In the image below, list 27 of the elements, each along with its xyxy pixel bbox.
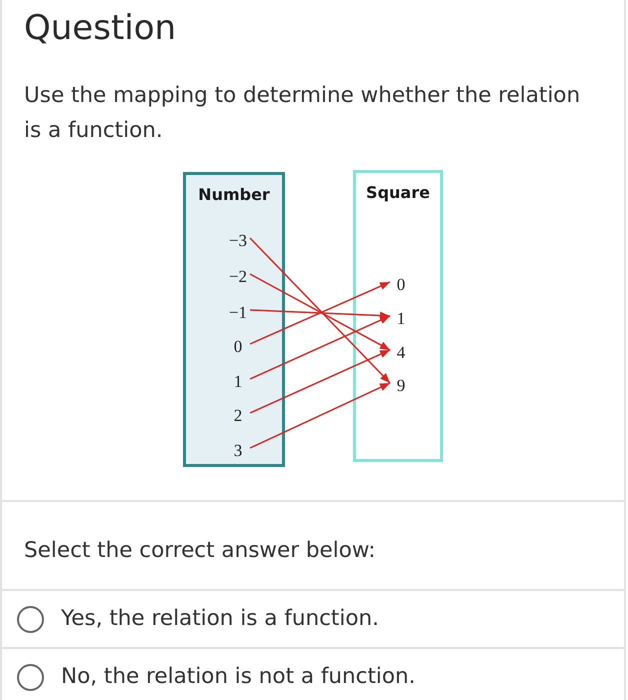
arrow (250, 273, 390, 351)
question-text: Use the mapping to determine whether the relation is a function. (24, 82, 582, 145)
value-label: 0 (393, 274, 409, 296)
box-heading: Number (198, 185, 270, 204)
value-label: −2 (223, 266, 253, 288)
domain-box (183, 172, 285, 467)
range-box (353, 170, 443, 462)
arrow (249, 237, 391, 384)
value-label: 1 (223, 371, 253, 393)
value-label: 1 (393, 308, 409, 330)
arrow (250, 281, 390, 345)
value-label: 3 (223, 440, 253, 462)
value-label: −1 (223, 302, 253, 324)
arrow (250, 349, 390, 414)
value-label: 2 (223, 405, 253, 427)
answer-text: Yes, the relation is a function. (61, 605, 379, 633)
question-heading: Question (24, 8, 176, 48)
instruction-text: Select the correct answer below: (24, 537, 376, 565)
value-label: 0 (223, 336, 253, 358)
arrow (250, 309, 390, 320)
value-label: 4 (393, 342, 409, 364)
value-label: −3 (223, 230, 253, 252)
answer-text: No, the relation is not a function. (61, 663, 416, 691)
box-heading: Square (366, 183, 430, 202)
arrow (250, 382, 390, 449)
arrow (250, 315, 390, 380)
value-label: 9 (393, 375, 409, 397)
